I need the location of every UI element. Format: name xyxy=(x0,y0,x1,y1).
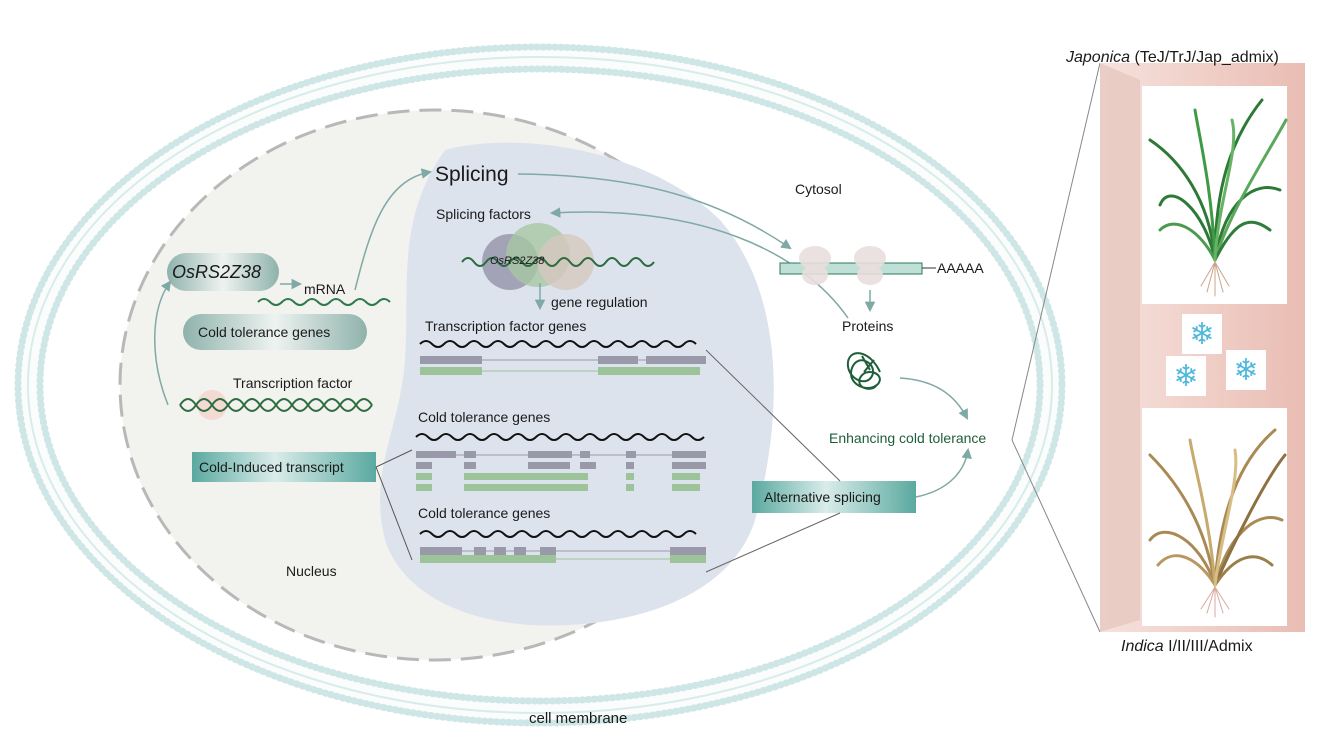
enhancing-label: Enhancing cold tolerance xyxy=(829,430,986,446)
polya-label: AAAAA xyxy=(937,260,984,276)
tf-gene-structure xyxy=(420,356,706,375)
svg-text:❄: ❄ xyxy=(1173,359,1198,394)
snowflake-icon: ❄ xyxy=(1226,350,1266,390)
mrna-label: mRNA xyxy=(304,281,346,297)
mrna-wave xyxy=(257,298,391,306)
snowflake-icon: ❄ xyxy=(1166,356,1206,396)
rice-plant-icon xyxy=(1148,428,1287,618)
osrs2z38-label: OsRS2Z38 xyxy=(172,262,261,282)
cold-induced-box: Cold-Induced transcript xyxy=(192,452,376,482)
osrs2z38-protein-complex: OsRS2Z38 xyxy=(461,223,655,290)
cold-genes-2-label: Cold tolerance genes xyxy=(418,505,550,521)
ribosome-icon xyxy=(779,246,936,285)
cytosol-label: Cytosol xyxy=(795,181,842,197)
protein-icon xyxy=(846,352,881,390)
cell-membrane-label: cell membrane xyxy=(529,710,627,727)
proteins-label: Proteins xyxy=(842,318,893,334)
nucleus-label: Nucleus xyxy=(286,563,337,579)
alternative-splicing-label: Alternative splicing xyxy=(764,489,881,505)
rice-plant-icon xyxy=(1148,98,1288,297)
osrs2z38-pill: OsRS2Z38 xyxy=(167,253,279,291)
cold-gene-structure-1 xyxy=(416,451,706,491)
cold-genes-1-label: Cold tolerance genes xyxy=(418,409,550,425)
alternative-splicing-box: Alternative splicing xyxy=(752,481,916,513)
splicing-label: Splicing xyxy=(435,163,509,186)
gene-regulation-label: gene regulation xyxy=(551,294,648,310)
splicing-region xyxy=(380,142,774,626)
cold-tolerance-pill: Cold tolerance genes xyxy=(183,314,367,350)
indica-title: Indica I/II/III/Admix xyxy=(1121,638,1253,655)
tf-genes-label: Transcription factor genes xyxy=(425,318,586,334)
svg-text:❄: ❄ xyxy=(1189,317,1214,352)
snowflake-icon: ❄ xyxy=(1182,314,1222,354)
osrs2z38-protein-label: OsRS2Z38 xyxy=(490,255,545,267)
dna-strand-b xyxy=(179,398,373,412)
cold-gene-structure-2 xyxy=(420,547,706,563)
transcription-factor-label: Transcription factor xyxy=(233,375,353,391)
cold-induced-label: Cold-Induced transcript xyxy=(199,459,344,475)
japonica-title: Japonica (TeJ/TrJ/Jap_admix) xyxy=(1065,49,1279,66)
cold-tolerance-pill-label: Cold tolerance genes xyxy=(198,324,330,340)
splicing-factors-label: Splicing factors xyxy=(436,206,531,222)
svg-text:❄: ❄ xyxy=(1233,353,1258,388)
